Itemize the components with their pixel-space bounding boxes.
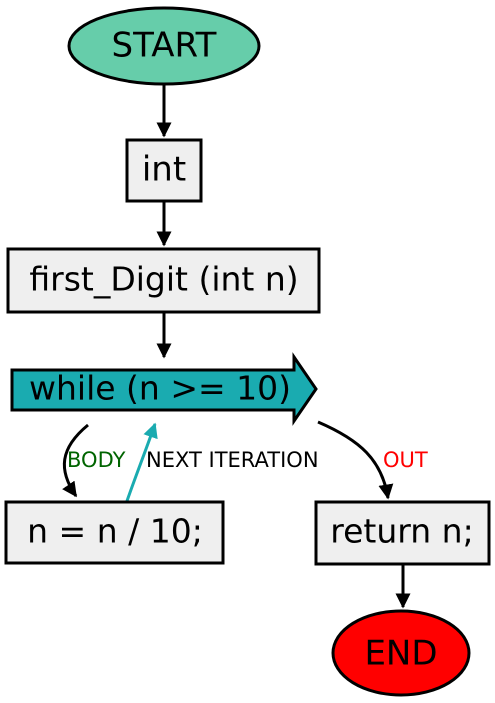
edge-loop-to-body (62, 423, 89, 498)
edge-loop-to-return (317, 420, 394, 500)
return-label: return n; (330, 512, 473, 551)
return-node: return n; (314, 500, 491, 566)
start-node: START (67, 6, 261, 86)
signature-node: first_Digit (int n) (6, 247, 321, 314)
while-loop-label: while (n >= 10) (29, 369, 291, 408)
start-label: START (112, 26, 217, 66)
end-node: END (331, 609, 471, 697)
type-label: int (142, 150, 186, 190)
edge-label-out: OUT (383, 448, 428, 472)
edge-label-body: BODY (67, 448, 126, 472)
body-statement-label: n = n / 10; (27, 512, 203, 551)
type-node: int (125, 138, 203, 203)
signature-label: first_Digit (int n) (29, 260, 298, 299)
body-statement-node: n = n / 10; (4, 500, 225, 565)
edge-body-to-loop-next-iteration (125, 422, 158, 502)
edge-label-next-iteration: NEXT ITERATION (146, 448, 319, 472)
while-loop-node: while (n >= 10) (10, 352, 318, 426)
end-label: END (364, 634, 437, 674)
